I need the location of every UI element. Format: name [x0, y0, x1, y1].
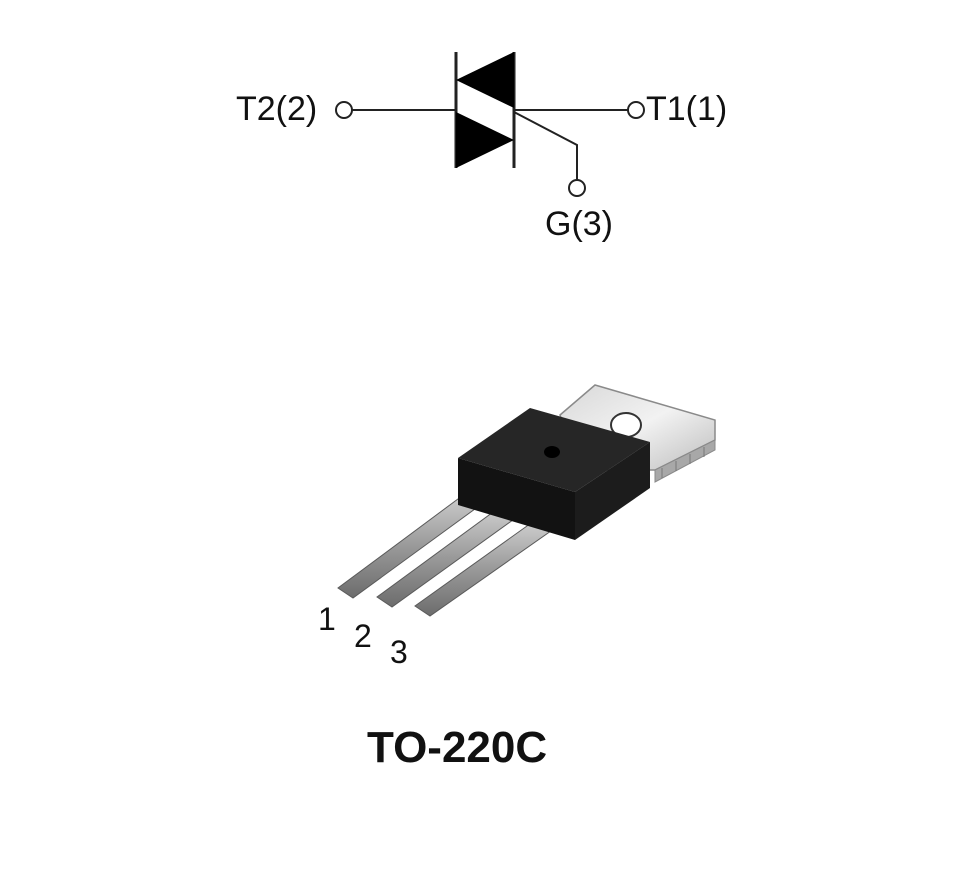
gate-terminal-circle	[568, 179, 586, 197]
plastic-body-side	[575, 442, 650, 540]
t2-terminal-label: T2(2)	[236, 90, 318, 128]
t1-terminal-label: T1(1)	[646, 90, 728, 128]
pin-2-label: 2	[354, 618, 372, 654]
package-name-label: TO-220C	[367, 723, 548, 772]
pin-3-label: 3	[390, 634, 408, 670]
t1-terminal-circle	[627, 101, 645, 119]
plastic-body-front	[458, 458, 575, 540]
triac-upper-triangle	[456, 52, 514, 108]
gate-terminal-label: G(3)	[545, 205, 613, 243]
metal-tab-side	[654, 439, 716, 483]
t2-terminal-circle	[335, 101, 353, 119]
to220-package-drawing	[337, 384, 716, 617]
gate-wire	[513, 111, 578, 180]
body-marker-dot	[544, 446, 560, 458]
triac-lower-triangle	[456, 112, 514, 168]
pin-1-label: 1	[318, 601, 336, 637]
triac-symbol	[335, 52, 645, 197]
